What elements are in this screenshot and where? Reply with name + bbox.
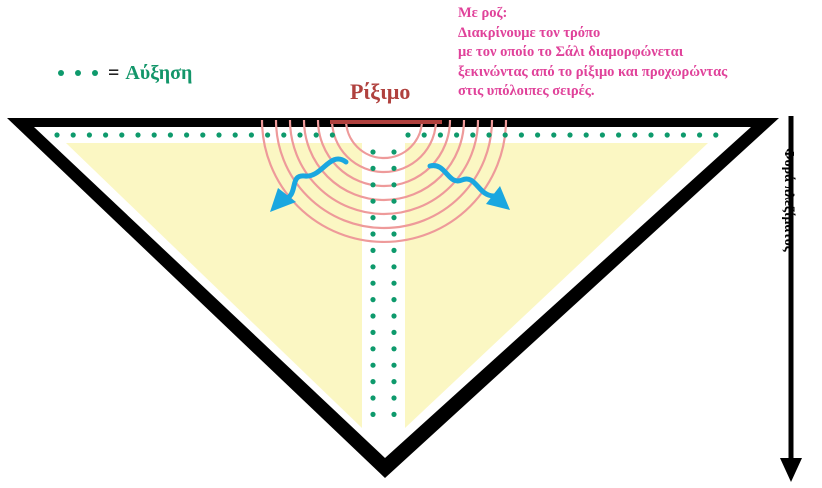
knitting-direction-label: Φορά πλεξίματος xyxy=(781,148,796,252)
cast-on-label: Ρίξιμο xyxy=(350,79,411,104)
increase-dot xyxy=(370,247,376,253)
increase-dot xyxy=(599,132,606,138)
increase-dot xyxy=(265,132,271,138)
increase-dot xyxy=(648,132,654,138)
increase-dot xyxy=(370,395,376,401)
increase-dot xyxy=(391,297,397,303)
pink-note: Με ροζ: Διακρίνουμε τον τρόπο με τον οπο… xyxy=(458,4,818,102)
row-arc xyxy=(260,119,508,244)
increase-marker-icon xyxy=(58,70,98,76)
increase-dot xyxy=(391,247,397,253)
increase-dot xyxy=(370,198,376,204)
note-line: Διακρίνουμε τον τρόπο xyxy=(458,24,601,41)
row-arc xyxy=(330,119,438,174)
increase-dot xyxy=(405,132,411,138)
increase-dot xyxy=(391,395,397,401)
increase-dot xyxy=(697,132,703,138)
increase-dot xyxy=(391,149,397,155)
increase-dot xyxy=(370,231,376,237)
row-arc xyxy=(302,119,466,202)
row-arc xyxy=(344,119,424,160)
row-arc xyxy=(288,119,480,216)
increase-dot xyxy=(391,411,397,417)
increase-dot xyxy=(329,132,335,138)
increase-dot xyxy=(518,132,525,138)
increase-dot xyxy=(391,313,397,319)
note-title: Με ροζ: xyxy=(458,5,508,21)
increase-dot xyxy=(470,132,476,138)
increase-dot xyxy=(502,132,508,138)
left-direction-arrow xyxy=(270,156,349,212)
increase-dot xyxy=(184,132,190,138)
increase-dot xyxy=(119,132,125,138)
increase-dot xyxy=(70,132,76,138)
increase-dot xyxy=(313,132,319,138)
increase-dot xyxy=(632,132,638,138)
increase-dot xyxy=(370,313,376,319)
increase-dot xyxy=(567,132,573,138)
increase-dot xyxy=(370,346,376,352)
left-wing-fill xyxy=(66,143,362,428)
increase-dot xyxy=(391,379,397,385)
increase-dot xyxy=(391,182,397,188)
increase-dot xyxy=(583,132,589,138)
increase-dot xyxy=(437,132,443,138)
increase-dot xyxy=(391,165,397,171)
note-line: με τον οποίο το Σάλι διαμορφώνεται xyxy=(458,44,684,60)
increase-dot xyxy=(370,182,376,188)
right-direction-arrow xyxy=(427,163,510,210)
increase-dot xyxy=(391,264,397,270)
increase-dot xyxy=(370,329,376,335)
increase-dot xyxy=(200,132,206,138)
increase-dot xyxy=(216,132,222,138)
increase-dot xyxy=(713,132,719,138)
increase-dot xyxy=(664,132,670,138)
increase-dot xyxy=(370,280,376,286)
increase-dot xyxy=(370,264,376,270)
increase-dot xyxy=(391,280,397,286)
row-arc xyxy=(316,119,452,188)
increase-dot xyxy=(370,362,376,368)
increase-dot xyxy=(391,198,397,204)
increase-dot xyxy=(421,132,427,138)
legend-label-increase: Αύξηση xyxy=(125,61,193,84)
increase-dot xyxy=(370,411,376,417)
increase-dot xyxy=(297,132,303,138)
increase-dot xyxy=(370,215,376,221)
increase-dot xyxy=(232,132,238,138)
increase-dot xyxy=(391,329,397,335)
increase-dot xyxy=(370,379,376,385)
increase-dot xyxy=(86,132,92,138)
legend: = Αύξηση xyxy=(58,60,192,86)
increase-dot xyxy=(391,215,397,221)
increase-dots xyxy=(54,132,719,417)
right-wing-fill xyxy=(405,143,708,428)
increase-dot xyxy=(391,362,397,368)
note-line: στις υπόλοιπες σειρές. xyxy=(458,83,595,99)
increase-dot xyxy=(391,346,397,352)
increase-dot xyxy=(281,132,287,138)
increase-dot xyxy=(370,149,376,155)
increase-dot xyxy=(370,165,376,171)
increase-dot xyxy=(103,132,109,138)
increase-dot xyxy=(248,132,254,138)
increase-dot xyxy=(551,132,557,138)
knitting-direction-arrow xyxy=(780,116,802,482)
increase-dot xyxy=(151,132,157,138)
row-arc xyxy=(274,119,494,230)
legend-equals: = xyxy=(108,61,120,84)
row-arcs xyxy=(260,119,508,244)
increase-dot xyxy=(54,132,60,138)
increase-dot xyxy=(391,231,397,237)
increase-dot xyxy=(370,297,376,303)
increase-dot xyxy=(167,132,173,138)
increase-dot xyxy=(535,132,541,138)
increase-dot xyxy=(454,132,460,138)
note-line: ξεκινώντας από το ρίξιμο και προχωρώντας xyxy=(458,63,728,80)
increase-dot xyxy=(486,132,492,138)
increase-dot xyxy=(616,132,622,138)
increase-dot xyxy=(680,132,687,138)
increase-dot xyxy=(135,132,141,138)
